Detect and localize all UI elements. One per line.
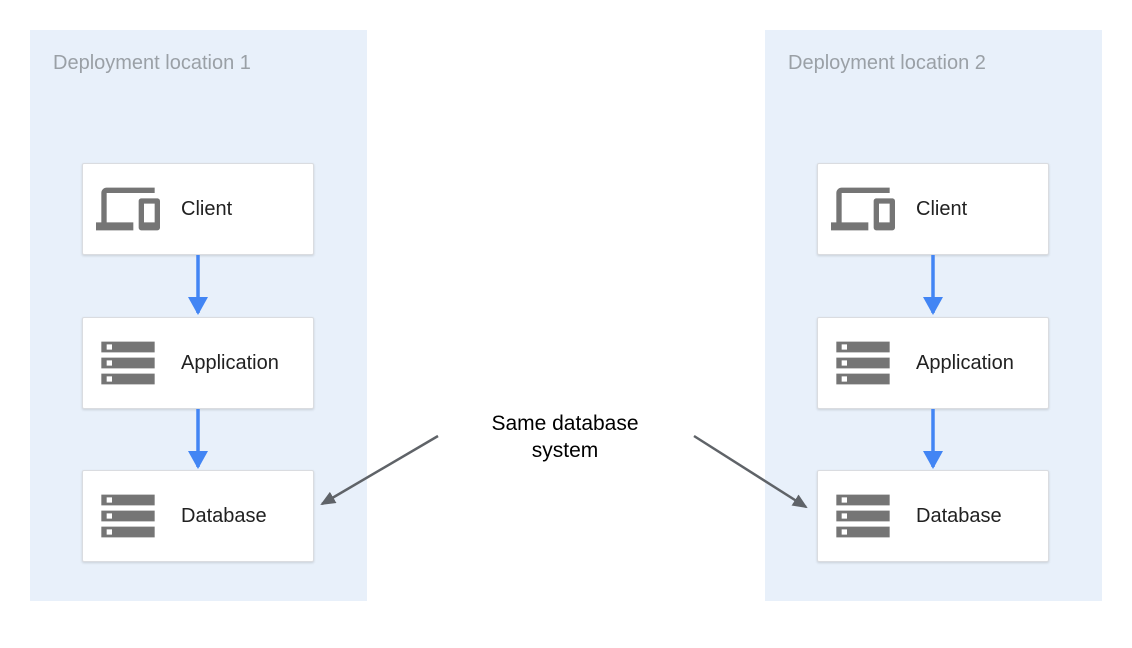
annotation-line-2: system	[531, 439, 599, 462]
node-label: Client	[181, 197, 233, 220]
node-label: Database	[181, 504, 267, 527]
node-application-location1: Application	[82, 317, 314, 409]
node-application-location2: Application	[817, 317, 1049, 409]
node-client-location1: Client	[82, 163, 314, 255]
annotation-line-1: Same database	[491, 412, 639, 435]
server-stack-icon	[96, 484, 160, 548]
node-client-location2: Client	[817, 163, 1049, 255]
node-database-location1: Database	[82, 470, 314, 562]
panel-title: Deployment location 1	[53, 52, 251, 74]
devices-icon	[96, 177, 160, 241]
node-label: Database	[916, 504, 1002, 527]
node-label: Application	[916, 351, 1014, 374]
node-label: Application	[181, 351, 279, 374]
server-stack-icon	[831, 484, 895, 548]
devices-icon	[831, 177, 895, 241]
server-stack-icon	[831, 331, 895, 395]
annotation-label: Same database system	[430, 410, 700, 464]
server-stack-icon	[96, 331, 160, 395]
node-label: Client	[916, 197, 968, 220]
node-database-location2: Database	[817, 470, 1049, 562]
panel-title: Deployment location 2	[788, 52, 986, 74]
